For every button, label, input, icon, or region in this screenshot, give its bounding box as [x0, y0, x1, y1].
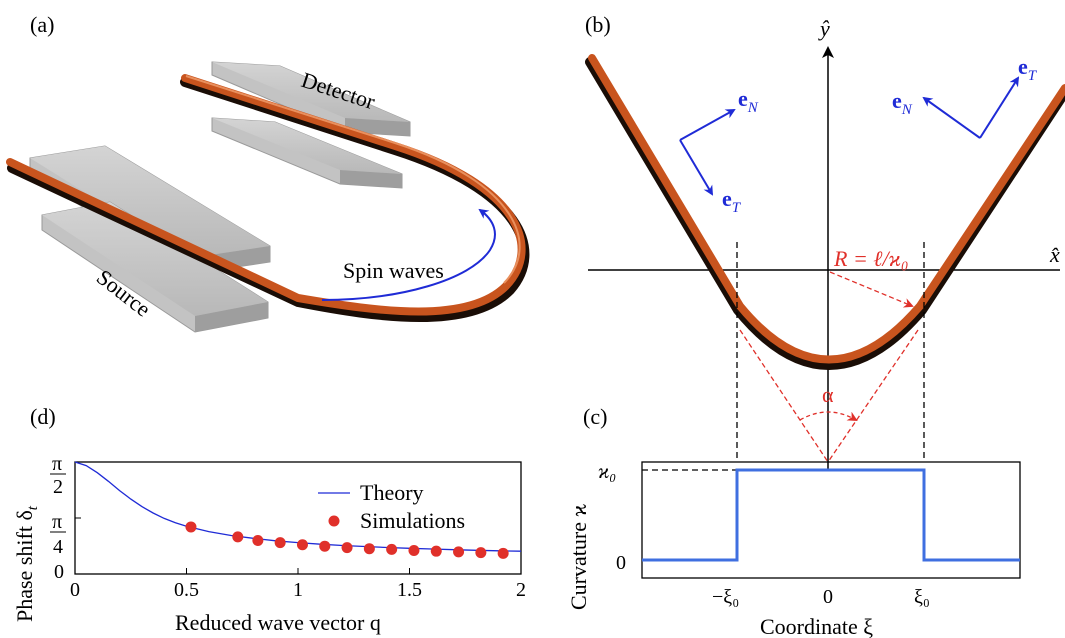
panel-a-label: (a): [30, 12, 54, 37]
y-tick-pi-2-den: 2: [53, 476, 63, 498]
panel-b: (b) ŷ x̂ R = ℓ/ϰ₀ α eN eT eN eT: [585, 12, 1065, 470]
panel-a: (a) Detector Source Spin waves: [6, 12, 530, 333]
c-xlabel: Coordinate ξ: [760, 614, 873, 638]
theory-line: [74, 461, 522, 552]
eN-left-label: eN: [738, 86, 759, 116]
panel-d: (d) 0 0.5 1 1.5 2 π 2 π 4 0 Theory Simulatio…: [12, 404, 526, 635]
c-ylabel: Curvature ϰ: [566, 504, 591, 610]
eN-right-arrow: [922, 96, 981, 139]
x-tick-label: 0: [70, 579, 80, 601]
x-tick-zero: 0: [823, 586, 833, 608]
panel-d-label: (d): [30, 404, 56, 429]
panel-c: (c) ϰ₀ 0 −ξ₀ 0 ξ₀ Curvature ϰ Coordinate…: [566, 404, 1021, 638]
x-tick-pos: ξ₀: [914, 586, 930, 608]
legend-sim: Simulations: [360, 508, 465, 533]
eN-left-arrow: [679, 109, 736, 141]
eT-right-arrow: [979, 76, 1020, 139]
d-axis-ticks: 0 0.5 1 1.5 2: [70, 461, 526, 601]
d-ylabel: Phase shift δt: [12, 505, 41, 622]
y-axis-label: ŷ: [818, 16, 830, 41]
simulation-points: [185, 521, 509, 559]
simulation-point: [252, 534, 264, 546]
simulation-point: [430, 545, 442, 557]
simulation-point: [475, 547, 487, 559]
v-shaped-wire-shadow: [585, 57, 1065, 370]
x-tick-label: 1.5: [397, 579, 422, 601]
x-tick-label: 0.5: [174, 579, 199, 601]
y-tick-top: ϰ₀: [598, 461, 616, 483]
y-tick-pi-4-num: π: [52, 511, 62, 533]
x-axis-label: x̂: [1049, 242, 1060, 267]
eT-left-arrow: [679, 139, 714, 196]
v-shaped-wire: [588, 54, 1065, 364]
simulation-point: [296, 539, 308, 551]
x-tick-neg: −ξ₀: [712, 586, 739, 608]
alpha-label: α: [822, 382, 834, 407]
simulation-point: [497, 547, 509, 559]
simulation-point: [274, 537, 286, 549]
x-tick-label: 2: [516, 579, 526, 601]
y-tick-pi-4-den: 4: [53, 536, 63, 558]
eT-right-label: eT: [1018, 54, 1038, 84]
u-shaped-wire: [6, 74, 526, 316]
d-xlabel: Reduced wave vector q: [175, 610, 381, 635]
simulation-point: [408, 544, 420, 556]
panel-c-label: (c): [583, 404, 607, 429]
simulation-point: [386, 543, 398, 555]
eN-right-label: eN: [892, 88, 913, 118]
radius-label: R = ℓ/ϰ₀: [833, 246, 909, 271]
alpha-arc: [799, 411, 858, 421]
eT-left-label: eT: [722, 186, 742, 216]
radius-arrow: [829, 271, 914, 308]
legend-sim-swatch: [328, 515, 340, 527]
x-tick-label: 1: [293, 579, 303, 601]
y-tick-pi-2-num: π: [52, 453, 62, 475]
spin-wave-arrow: [321, 208, 496, 301]
simulation-point: [232, 531, 244, 543]
simulation-point: [453, 546, 465, 558]
panel-c-frame: [641, 461, 1021, 579]
curvature-step-line: [642, 468, 1020, 562]
simulation-point: [341, 542, 353, 554]
panel-b-label: (b): [585, 12, 611, 37]
detector-electrodes: [211, 61, 411, 189]
simulation-point: [363, 543, 375, 555]
y-tick-zero: 0: [616, 552, 626, 574]
simulation-point: [185, 521, 197, 533]
y-tick-zero: 0: [54, 561, 64, 583]
spin-waves-label: Spin waves: [343, 258, 444, 283]
simulation-point: [319, 540, 331, 552]
legend-theory: Theory: [360, 480, 424, 505]
